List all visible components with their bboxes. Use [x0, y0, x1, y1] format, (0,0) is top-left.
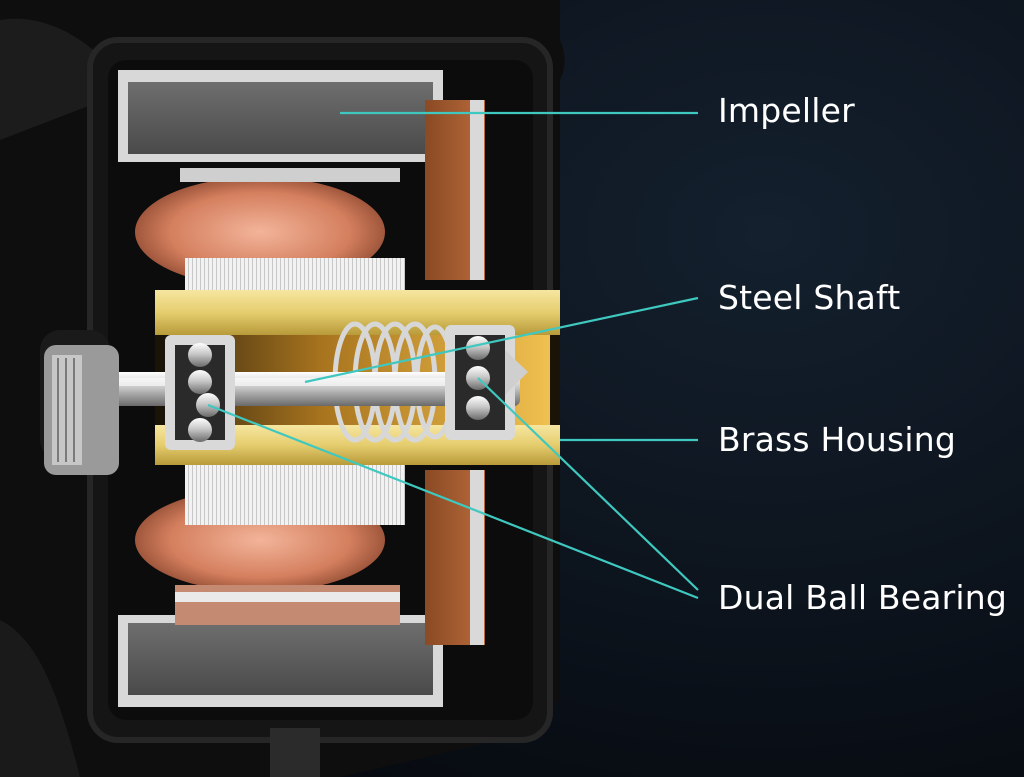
dual-ball-bearing-label: Dual Ball Bearing [718, 578, 1008, 617]
impeller-label: Impeller [718, 91, 855, 130]
leader-line-bearing-right [477, 377, 699, 591]
leader-line-steel-shaft [304, 296, 699, 384]
leader-line-bearing-left [207, 403, 699, 600]
knurled-cap [44, 345, 119, 475]
copper-plate [425, 100, 485, 645]
leader-lines [207, 111, 699, 600]
impeller-magnet-top [118, 70, 443, 162]
brass-housing-label: Brass Housing [718, 420, 957, 459]
steel-shaft-label: Steel Shaft [718, 278, 901, 317]
ball-bearing-left [165, 335, 235, 450]
stator-lamination-bottom [185, 455, 405, 525]
impeller-magnet-bottom [118, 615, 443, 707]
